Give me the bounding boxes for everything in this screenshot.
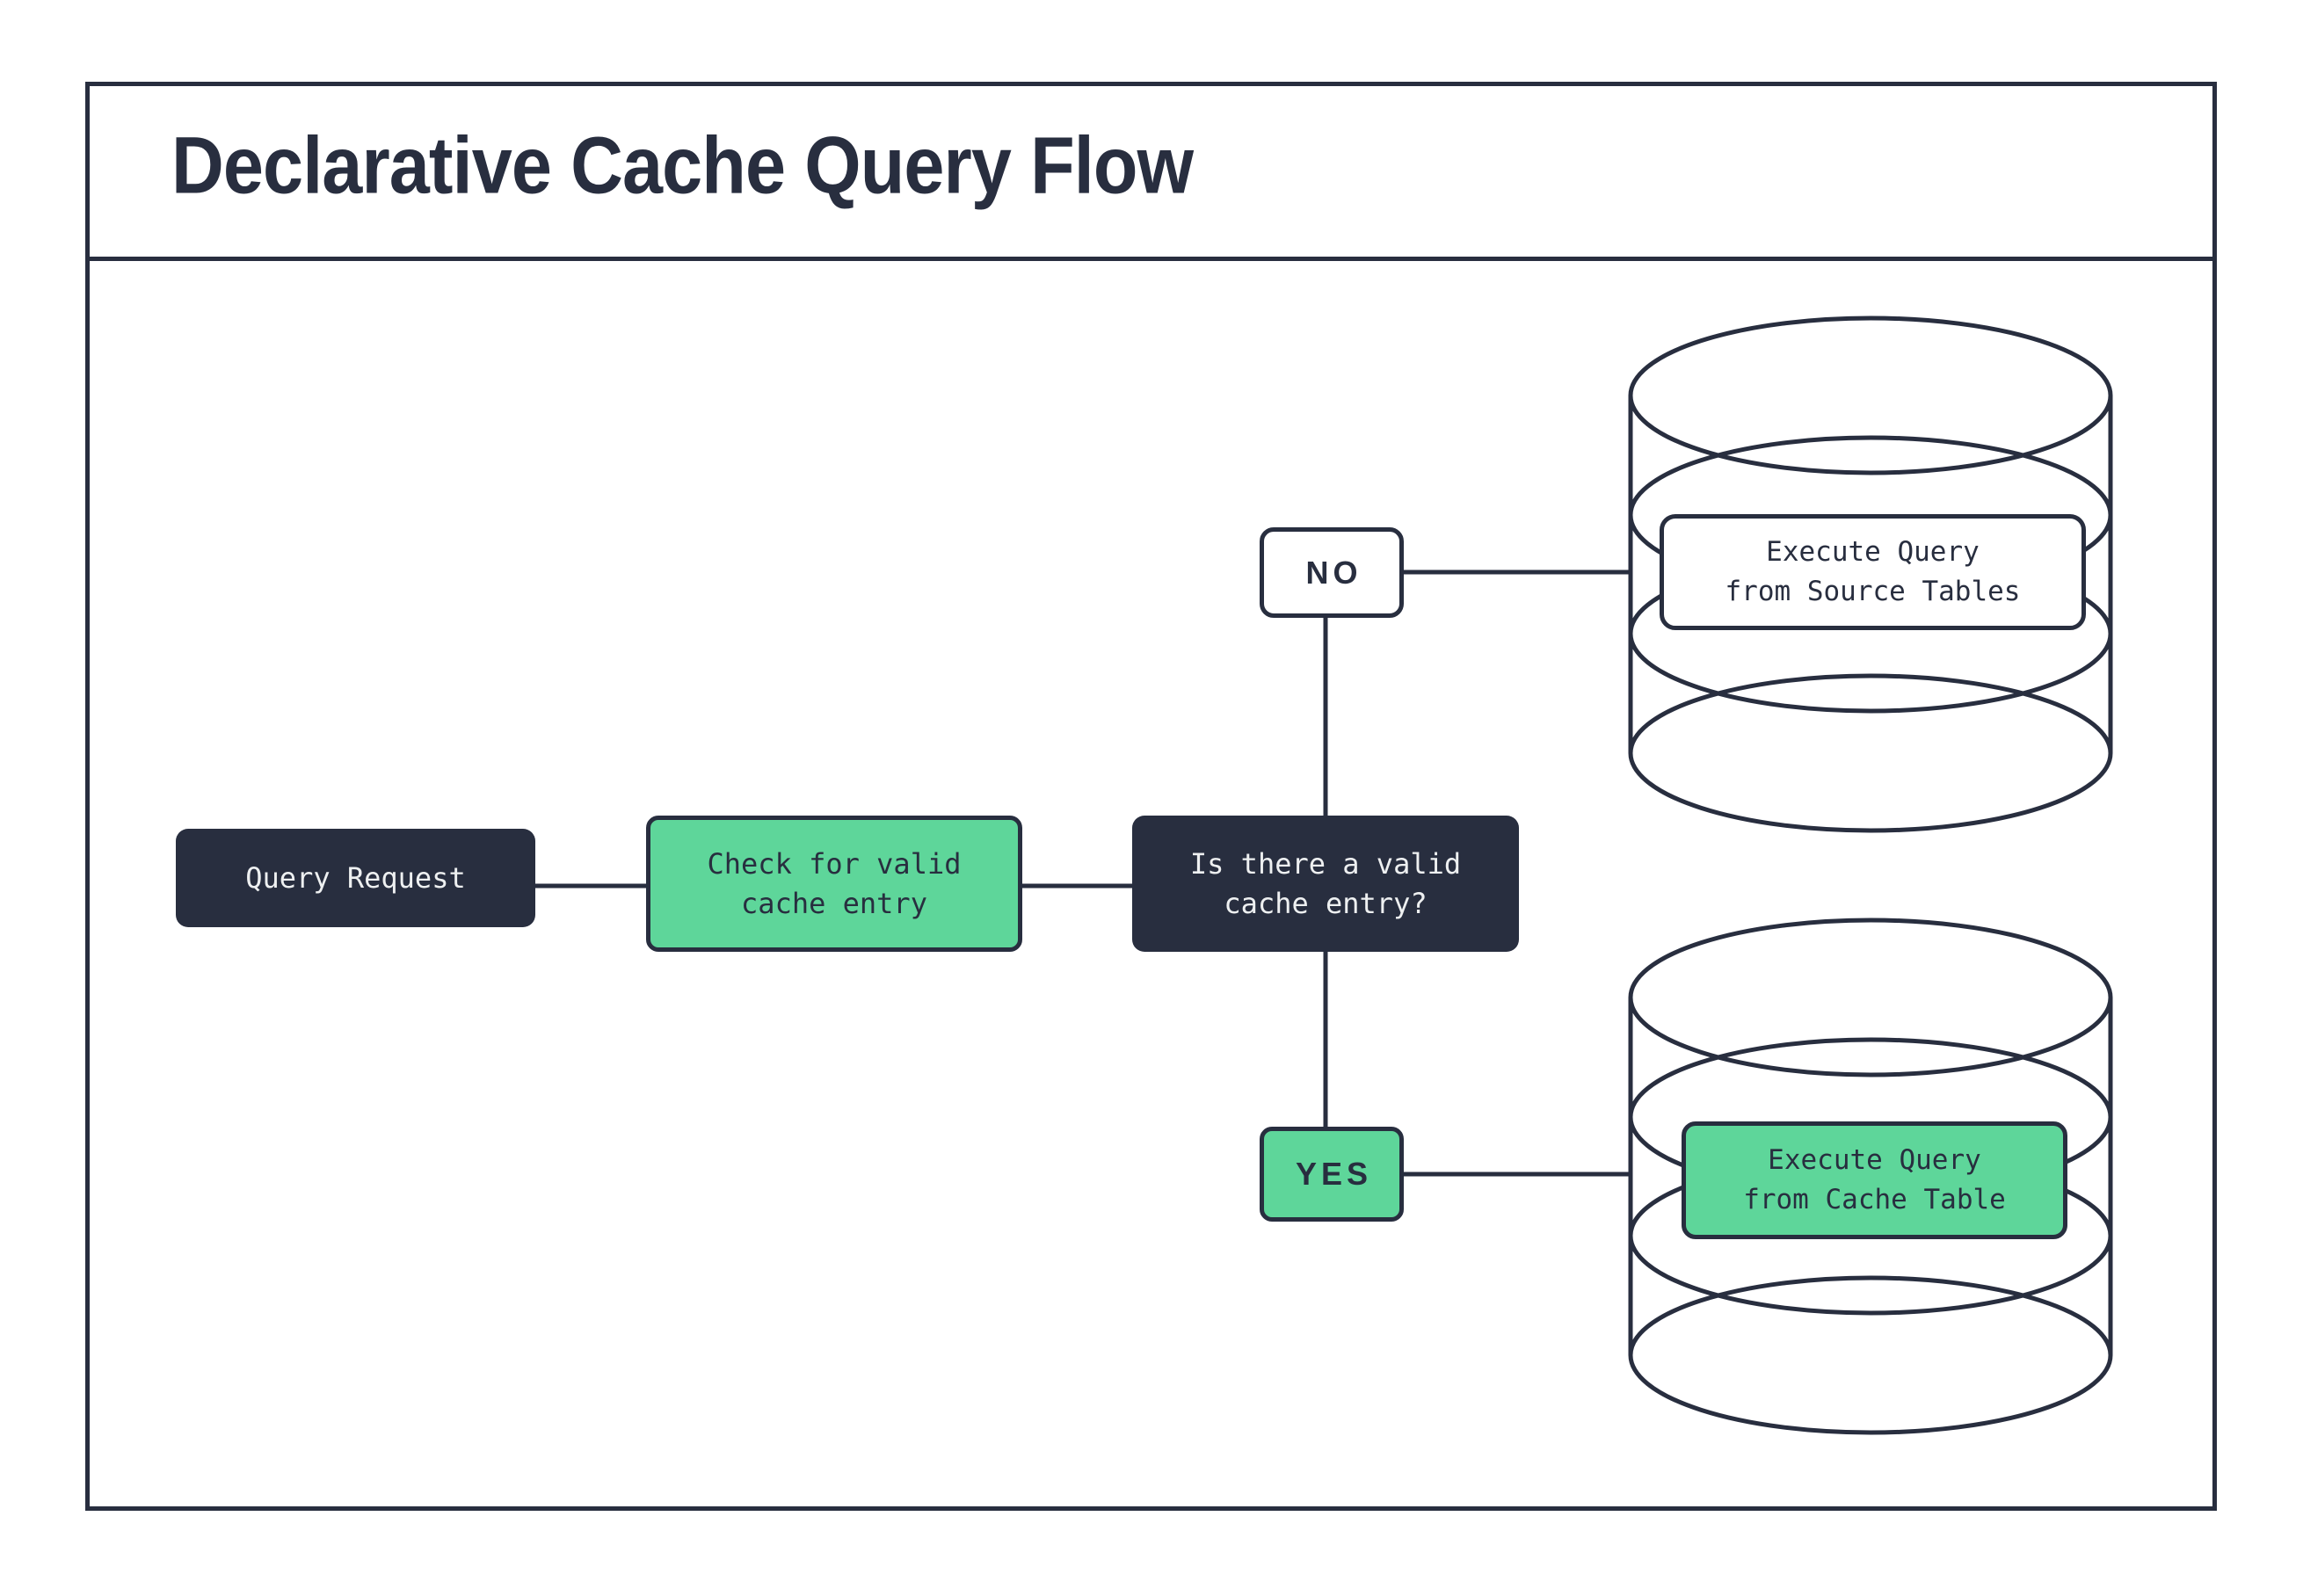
branch-no-label: NO: [1260, 527, 1404, 618]
node-execute-query-source-tables: Execute Query from Source Tables: [1660, 514, 2086, 630]
page-title: Declarative Cache Query Flow: [171, 120, 1194, 210]
node-decision-valid-cache: Is there a valid cache entry?: [1132, 816, 1519, 952]
node-query-request: Query Request: [176, 829, 535, 927]
node-execute-query-cache-table: Execute Query from Cache Table: [1682, 1121, 2067, 1239]
branch-yes-label: YES: [1260, 1127, 1404, 1222]
title-bar: Declarative Cache Query Flow: [85, 82, 2217, 261]
node-check-cache-entry: Check for valid cache entry: [646, 816, 1022, 952]
